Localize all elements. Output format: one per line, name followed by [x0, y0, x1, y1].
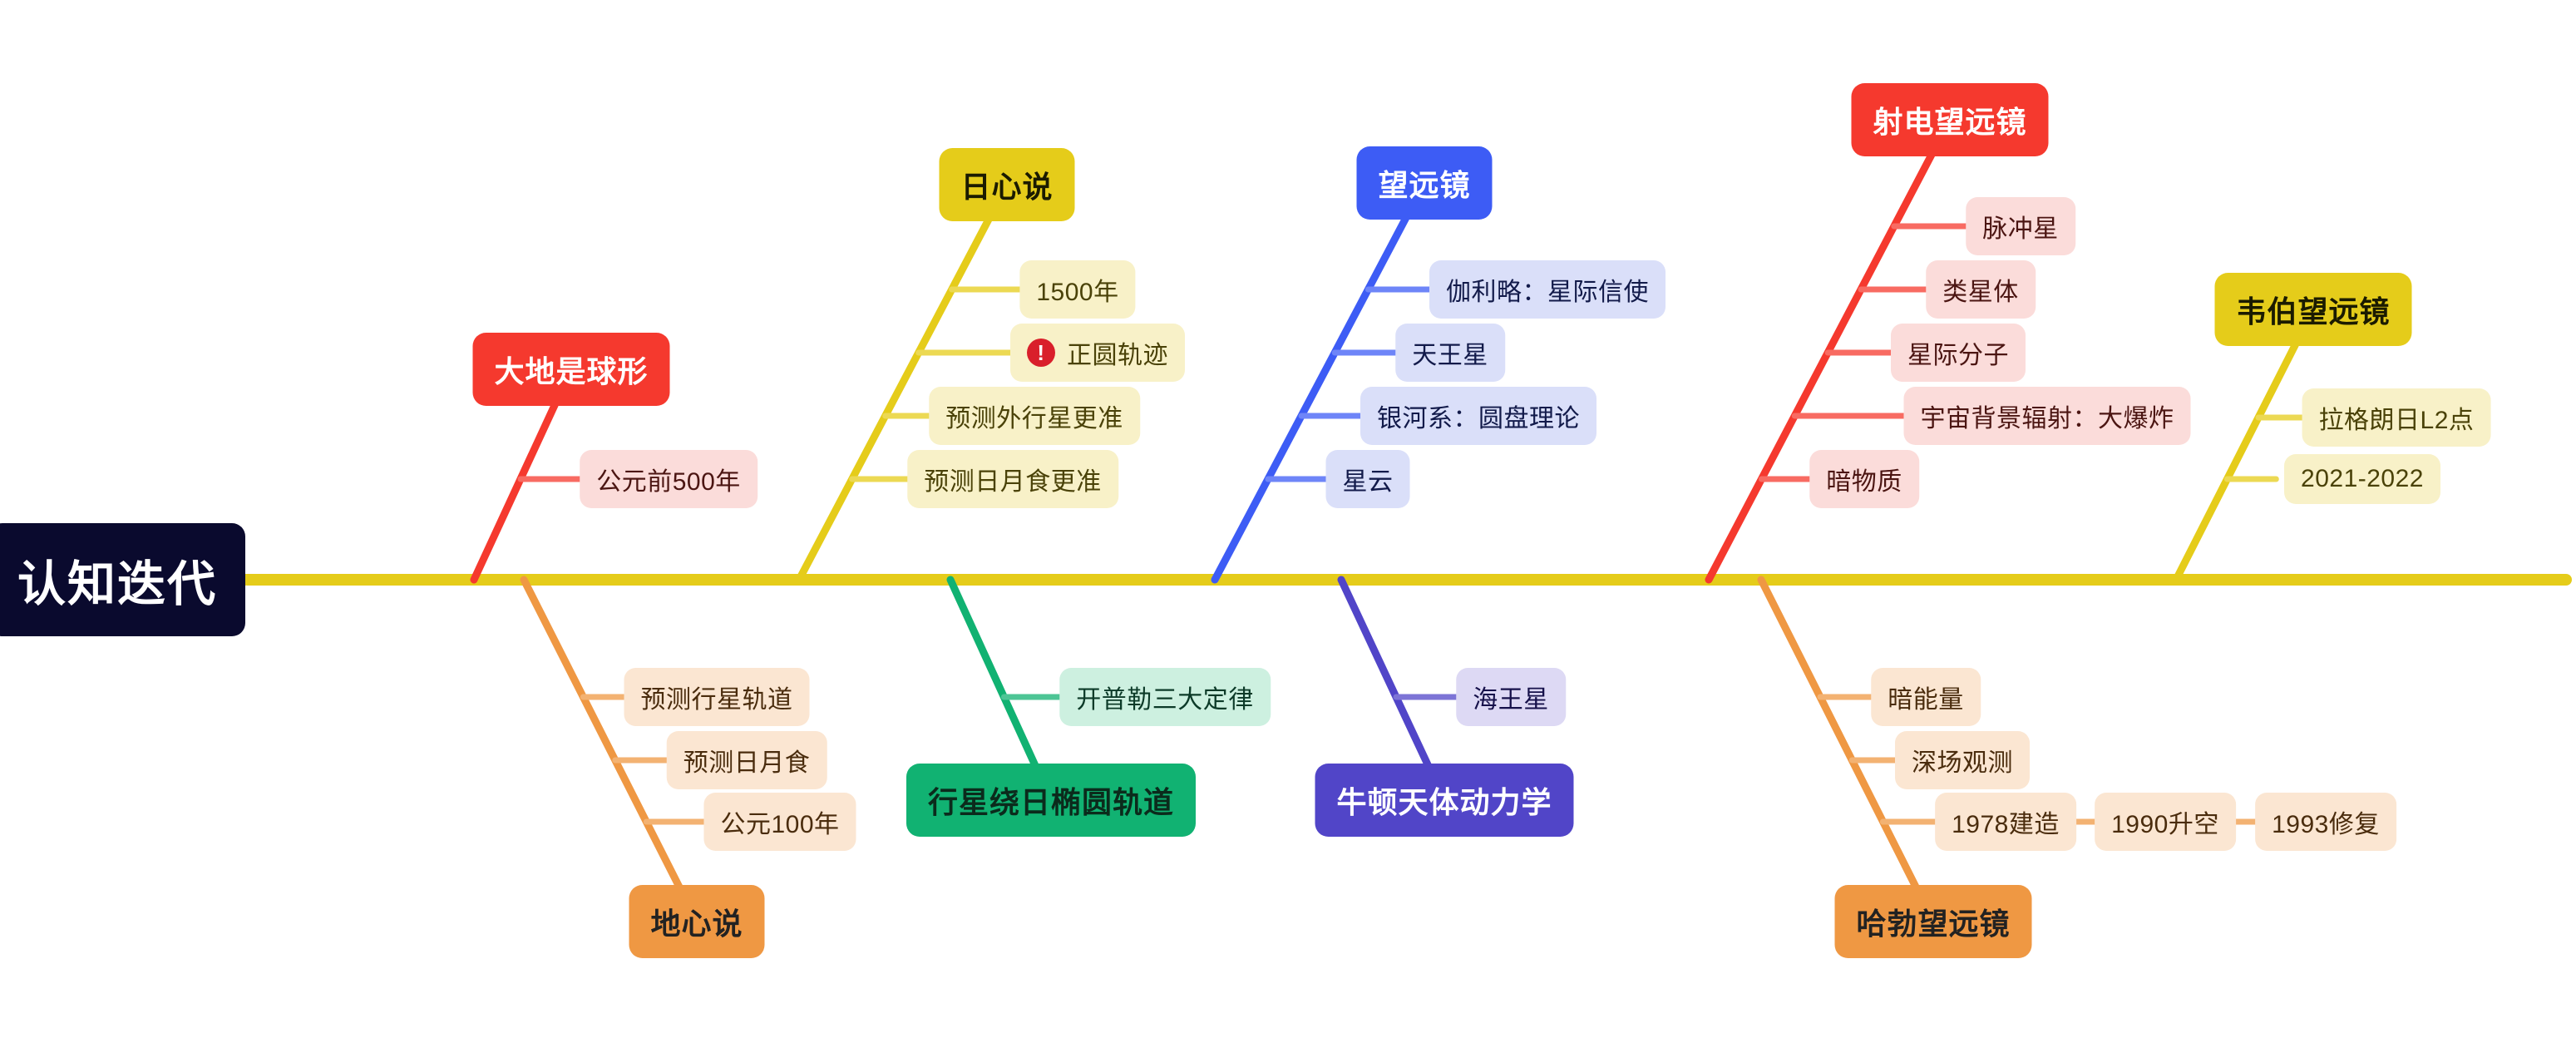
- branch-bone-webb-telescope: [2172, 305, 2317, 584]
- leaf-node-hubble-telescope-0[interactable]: 暗能量: [1871, 668, 1981, 726]
- leaf-node-radio-telescope-3-label: 宇宙背景辐射：大爆炸: [1920, 405, 2174, 432]
- leaf-node-earth-is-round-0-label: 公元前500年: [596, 468, 741, 496]
- leaf-node-telescope-1-label: 天王星: [1412, 342, 1488, 369]
- leaf-node-heliocentrism-1[interactable]: ! 正圆轨迹: [1010, 324, 1185, 382]
- leaf-node-webb-telescope-0-label: 拉格朗日L2点: [2318, 407, 2475, 434]
- leaf-node-telescope-2[interactable]: 银河系：圆盘理论: [1360, 387, 1596, 445]
- leaf-node-webb-telescope-0[interactable]: 拉格朗日L2点: [2302, 388, 2491, 447]
- leaf-node-geocentrism-2-label: 公元100年: [720, 811, 840, 838]
- leaf-node-radio-telescope-4-label: 暗物质: [1826, 468, 1902, 496]
- leaf-node-radio-telescope-1-label: 类星体: [1942, 279, 2019, 306]
- leaf-node-heliocentrism-2[interactable]: 预测外行星更准: [929, 387, 1140, 445]
- category-node-webb-telescope-label: 韦伯望远镜: [2236, 294, 2391, 329]
- leaf-node-heliocentrism-3-label: 预测日月食更准: [924, 468, 1102, 496]
- category-node-elliptical-orbits-label: 行星绕日椭圆轨道: [927, 785, 1175, 819]
- leaf-node-telescope-0[interactable]: 伽利略：星际信使: [1429, 260, 1666, 319]
- category-node-heliocentrism-label: 日心说: [960, 170, 1054, 204]
- leaf-node-hubble-telescope-2[interactable]: 1978建造: [1935, 793, 2076, 851]
- category-node-newton-celestial-mechanics[interactable]: 牛顿天体动力学: [1315, 764, 1574, 837]
- category-node-earth-is-round-label: 大地是球形: [494, 354, 649, 388]
- category-node-radio-telescope-label: 射电望远镜: [1873, 105, 2027, 139]
- leaf-node-telescope-3-label: 星云: [1342, 468, 1394, 496]
- leaf-node-telescope-3[interactable]: 星云: [1325, 450, 1410, 508]
- leaf-node-heliocentrism-0[interactable]: 1500年: [1019, 260, 1136, 319]
- leaf-node-heliocentrism-0-label: 1500年: [1036, 279, 1119, 306]
- root-node-cognitive-iteration[interactable]: 认知迭代: [0, 523, 246, 636]
- leaf-node-telescope-2-label: 银河系：圆盘理论: [1377, 405, 1580, 432]
- leaf-node-hubble-telescope-4[interactable]: 1993修复: [2255, 793, 2396, 851]
- leaf-node-radio-telescope-0[interactable]: 脉冲星: [1966, 197, 2075, 255]
- leaf-node-geocentrism-2[interactable]: 公元100年: [703, 793, 856, 851]
- leaf-node-hubble-telescope-2-label: 1978建造: [1952, 811, 2060, 838]
- leaf-node-newton-celestial-mechanics-0[interactable]: 海王星: [1456, 668, 1566, 726]
- leaf-node-newton-celestial-mechanics-0-label: 海王星: [1473, 686, 1549, 714]
- leaf-node-radio-telescope-0-label: 脉冲星: [1982, 215, 2059, 243]
- leaf-node-webb-telescope-1-label: 2021-2022: [2301, 465, 2424, 492]
- leaf-node-webb-telescope-1[interactable]: 2021-2022: [2284, 454, 2440, 504]
- leaf-node-hubble-telescope-3[interactable]: 1990升空: [2095, 793, 2236, 851]
- leaf-node-elliptical-orbits-0-label: 开普勒三大定律: [1076, 686, 1254, 714]
- leaf-node-telescope-1[interactable]: 天王星: [1395, 324, 1505, 382]
- category-node-geocentrism-label: 地心说: [650, 907, 743, 941]
- leaf-node-radio-telescope-2-label: 星际分子: [1907, 342, 2009, 369]
- warning-icon: !: [1027, 339, 1055, 367]
- category-node-newton-celestial-mechanics-label: 牛顿天体动力学: [1336, 785, 1552, 819]
- leaf-node-geocentrism-0-label: 预测行星轨道: [640, 686, 793, 714]
- root-node-cognitive-iteration-label: 认知迭代: [17, 557, 218, 611]
- category-node-earth-is-round[interactable]: 大地是球形: [472, 333, 670, 406]
- leaf-node-radio-telescope-1[interactable]: 类星体: [1926, 260, 2036, 319]
- category-node-hubble-telescope-label: 哈勃望远镜: [1856, 907, 2011, 941]
- leaf-node-elliptical-orbits-0[interactable]: 开普勒三大定律: [1059, 668, 1271, 726]
- category-node-webb-telescope[interactable]: 韦伯望远镜: [2214, 273, 2412, 346]
- leaf-node-heliocentrism-2-label: 预测外行星更准: [945, 405, 1123, 432]
- leaf-node-radio-telescope-3[interactable]: 宇宙背景辐射：大爆炸: [1903, 387, 2191, 445]
- leaf-node-hubble-telescope-4-label: 1993修复: [2272, 811, 2380, 838]
- leaf-node-heliocentrism-3[interactable]: 预测日月食更准: [907, 450, 1118, 508]
- branch-bone-telescope: [1211, 179, 1429, 584]
- leaf-node-hubble-telescope-0-label: 暗能量: [1888, 686, 1964, 714]
- category-node-telescope[interactable]: 望远镜: [1356, 146, 1493, 220]
- category-node-geocentrism[interactable]: 地心说: [629, 885, 765, 958]
- category-node-elliptical-orbits[interactable]: 行星绕日椭圆轨道: [906, 764, 1197, 837]
- category-node-heliocentrism[interactable]: 日心说: [939, 148, 1075, 221]
- leaf-node-geocentrism-1[interactable]: 预测日月食: [666, 731, 827, 789]
- branch-bone-heliocentrism: [795, 180, 1011, 584]
- leaf-node-heliocentrism-1-label: 正圆轨迹: [1067, 342, 1168, 369]
- leaf-node-radio-telescope-4[interactable]: 暗物质: [1809, 450, 1919, 508]
- leaf-node-geocentrism-0[interactable]: 预测行星轨道: [624, 668, 810, 726]
- leaf-node-geocentrism-1-label: 预测日月食: [683, 749, 811, 777]
- leaf-node-hubble-telescope-1[interactable]: 深场观测: [1895, 731, 2030, 789]
- category-node-telescope-label: 望远镜: [1378, 168, 1471, 202]
- leaf-node-radio-telescope-2[interactable]: 星际分子: [1891, 324, 2026, 382]
- category-node-radio-telescope[interactable]: 射电望远镜: [1851, 83, 2049, 156]
- leaf-node-hubble-telescope-1-label: 深场观测: [1912, 749, 2013, 777]
- leaf-node-hubble-telescope-3-label: 1990升空: [2111, 811, 2219, 838]
- leaf-node-telescope-0-label: 伽利略：星际信使: [1446, 279, 1649, 306]
- leaf-node-earth-is-round-0[interactable]: 公元前500年: [580, 450, 758, 508]
- category-node-hubble-telescope[interactable]: 哈勃望远镜: [1834, 885, 2032, 958]
